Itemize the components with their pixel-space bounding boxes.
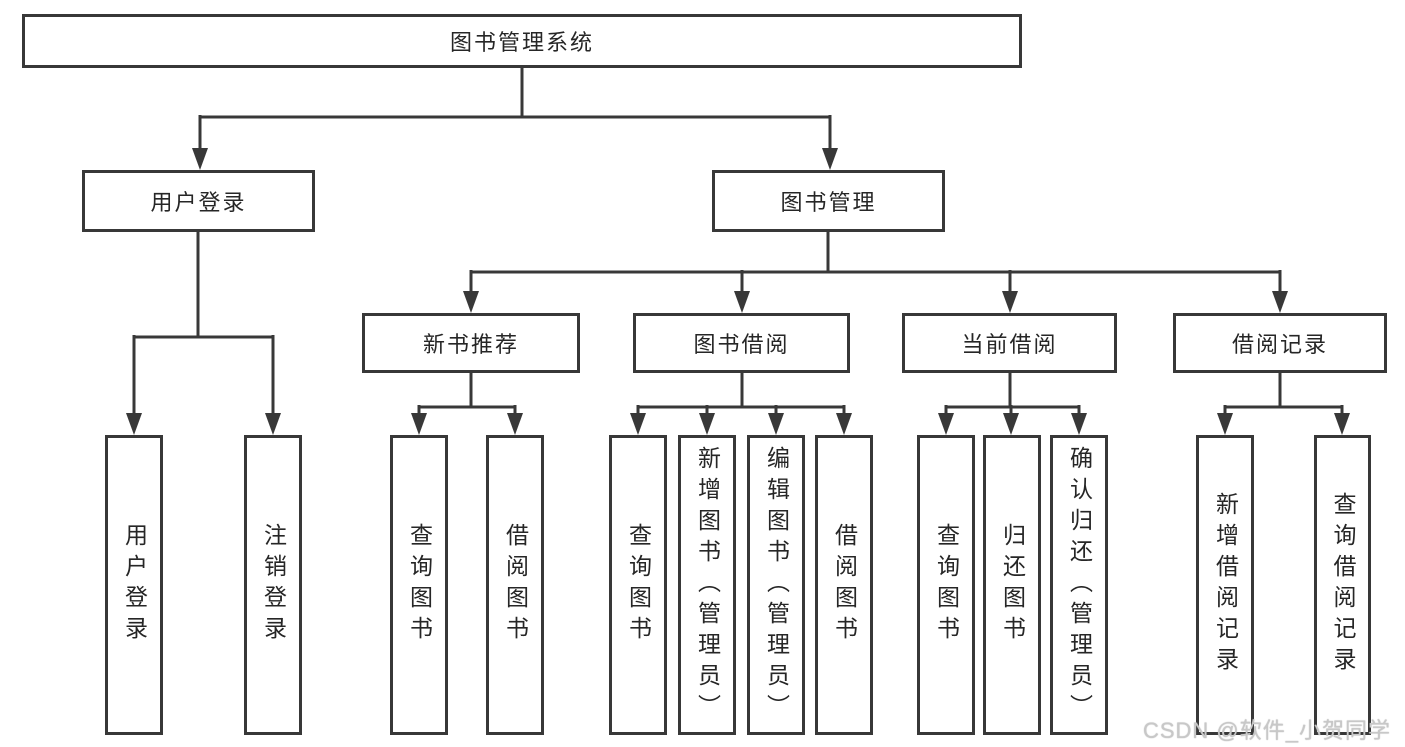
leaf-current-confirm-return-admin-label: 确认归还（管理员） <box>1066 445 1093 725</box>
node-current-borrow: 当前借阅 <box>902 313 1117 373</box>
connector-recommend-to-leaves <box>411 373 523 435</box>
leaf-borrow-add-book-admin-label: 新增图书（管理员） <box>694 445 721 725</box>
connector-borrow-to-leaves <box>630 373 852 435</box>
leaf-recommend-borrow-book-label: 借阅图书 <box>502 523 529 647</box>
node-book-borrow: 图书借阅 <box>633 313 850 373</box>
node-current-borrow-label: 当前借阅 <box>961 332 1058 357</box>
node-borrow-record-label: 借阅记录 <box>1231 332 1328 357</box>
node-user-login-label: 用户登录 <box>150 190 247 215</box>
leaf-recommend-borrow-book: 借阅图书 <box>486 435 544 735</box>
connector-current-to-leaves <box>938 373 1087 435</box>
node-book-management-label: 图书管理 <box>780 190 877 215</box>
leaf-record-query-record-label: 查询借阅记录 <box>1330 492 1356 678</box>
leaf-current-confirm-return-admin: 确认归还（管理员） <box>1050 435 1108 735</box>
node-user-login: 用户登录 <box>82 170 315 232</box>
connector-manage-to-level3 <box>463 232 1288 313</box>
connector-record-to-leaves <box>1217 373 1350 435</box>
node-book-borrow-label: 图书借阅 <box>693 332 790 357</box>
connector-login-to-leaves <box>126 232 281 435</box>
leaf-current-return-book: 归还图书 <box>983 435 1041 735</box>
leaf-current-query-book-label: 查询图书 <box>933 523 960 647</box>
node-new-book-recommend-label: 新书推荐 <box>422 332 519 357</box>
leaf-borrow-query-book-label: 查询图书 <box>625 523 652 647</box>
leaf-user-login: 用户登录 <box>105 435 163 735</box>
leaf-borrow-borrow-book: 借阅图书 <box>815 435 873 735</box>
node-root-label: 图书管理系统 <box>449 30 594 55</box>
leaf-borrow-edit-book-admin-label: 编辑图书（管理员） <box>763 445 790 725</box>
node-borrow-record: 借阅记录 <box>1173 313 1387 373</box>
leaf-borrow-query-book: 查询图书 <box>609 435 667 735</box>
node-book-management: 图书管理 <box>712 170 945 232</box>
node-new-book-recommend: 新书推荐 <box>362 313 580 373</box>
leaf-logout: 注销登录 <box>244 435 302 735</box>
leaf-logout-label: 注销登录 <box>260 523 287 647</box>
leaf-record-add-record: 新增借阅记录 <box>1196 435 1254 735</box>
leaf-record-query-record: 查询借阅记录 <box>1314 435 1371 735</box>
leaf-record-add-record-label: 新增借阅记录 <box>1212 492 1239 678</box>
leaf-recommend-query-book: 查询图书 <box>390 435 448 735</box>
leaf-current-return-book-label: 归还图书 <box>999 523 1026 647</box>
leaf-borrow-add-book-admin: 新增图书（管理员） <box>678 435 736 735</box>
node-root-system: 图书管理系统 <box>22 14 1022 68</box>
leaf-borrow-borrow-book-label: 借阅图书 <box>831 523 858 647</box>
connector-root-to-level2 <box>192 68 838 170</box>
leaf-current-query-book: 查询图书 <box>917 435 975 735</box>
leaf-borrow-edit-book-admin: 编辑图书（管理员） <box>747 435 805 735</box>
csdn-watermark: CSDN @软件_小贺同学 <box>1142 718 1391 743</box>
leaf-recommend-query-book-label: 查询图书 <box>406 523 433 647</box>
leaf-user-login-label: 用户登录 <box>121 523 148 647</box>
